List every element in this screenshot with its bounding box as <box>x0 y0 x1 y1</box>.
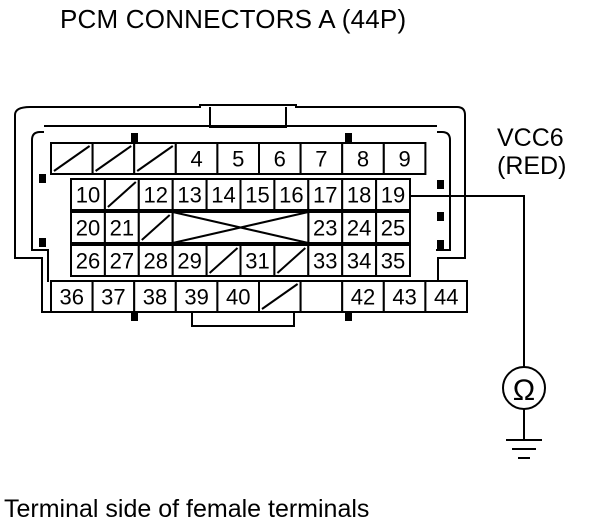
housing-top-key <box>209 107 287 128</box>
pin-label: 40 <box>226 285 250 310</box>
pin-label: 7 <box>315 147 327 172</box>
pin-label: 28 <box>144 249 168 274</box>
pin-cell-25 <box>375 211 412 244</box>
pin-label: 4 <box>190 147 202 172</box>
pin-label: 6 <box>274 147 286 172</box>
housing-lock-mark <box>39 174 46 183</box>
housing-inner <box>31 131 49 282</box>
page-title: PCM CONNECTORS A (44P) <box>60 4 407 34</box>
housing-lock-mark <box>437 180 444 189</box>
pin-cell-19 <box>375 178 412 211</box>
pin-label: 27 <box>110 249 134 274</box>
pin-cell-31 <box>239 244 276 277</box>
pin-label: 16 <box>279 183 303 208</box>
pin-label: 9 <box>398 147 410 172</box>
housing-lock-mark <box>131 133 138 142</box>
pin-label: 34 <box>347 249 371 274</box>
housing-lock-mark <box>345 133 352 142</box>
pin-label: 5 <box>232 147 244 172</box>
unused-pin-slash <box>136 145 174 172</box>
unused-pin-slash <box>53 145 91 172</box>
pin-label: 15 <box>245 183 269 208</box>
pin-label: 25 <box>381 216 405 241</box>
pin-label: 13 <box>177 183 201 208</box>
pin-label: 21 <box>110 216 134 241</box>
housing-lock-mark <box>131 312 138 321</box>
pin-label: 14 <box>211 183 235 208</box>
pin-cell-44 <box>424 280 468 313</box>
pin-grid: 4 5 6 7 8 9 10 12 13 14 15 16 17 18 19 20 21 23 24 25 26 27 28… <box>50 142 468 313</box>
pin-label: 24 <box>347 216 371 241</box>
ground-icon <box>506 439 542 459</box>
pin-cell-7 <box>299 142 344 175</box>
ohmmeter-icon: Ω <box>502 366 546 410</box>
pin-label: 17 <box>313 183 337 208</box>
unused-pin-slash <box>95 145 132 172</box>
probe-wire <box>411 195 525 368</box>
pin-label: 23 <box>313 216 337 241</box>
pin-label: 8 <box>357 147 369 172</box>
pin-cell-empty <box>299 280 344 313</box>
pin-cell-9 <box>382 142 427 175</box>
probe-circuit <box>411 195 525 440</box>
unused-pin-slash <box>208 247 239 274</box>
diagram-caption: Terminal side of female terminals <box>4 495 370 523</box>
unused-pin-slash <box>276 247 306 274</box>
meter-circle <box>502 366 546 410</box>
pin-label: 10 <box>76 183 100 208</box>
unused-pin-slash <box>107 181 137 208</box>
pin-cell-34 <box>341 244 378 277</box>
housing-lock-mark <box>437 240 444 249</box>
pin-cell-21 <box>103 211 140 244</box>
pin-cell-26 <box>70 244 106 277</box>
pin-label: 31 <box>245 249 269 274</box>
pin-cell-35 <box>375 244 412 277</box>
housing-lock-mark <box>345 312 352 321</box>
unused-pin-slash <box>141 214 171 241</box>
housing-marks <box>39 133 444 321</box>
pin-label: 44 <box>434 285 458 310</box>
pin-label: 26 <box>76 249 100 274</box>
probe-wire-color-label: (RED) <box>497 152 567 180</box>
pin-label: 12 <box>144 183 168 208</box>
pin-cell-5 <box>216 142 260 175</box>
probe-signal-label: VCC6 <box>497 124 564 152</box>
pin-cell-28 <box>137 244 174 277</box>
housing-lock-mark <box>437 212 444 221</box>
pin-label: 20 <box>76 216 100 241</box>
meter-symbol: Ω <box>513 374 535 407</box>
pin-label: 43 <box>392 285 416 310</box>
pin-label: 18 <box>347 183 371 208</box>
pin-label: 36 <box>60 285 84 310</box>
pin-cell-24 <box>341 211 378 244</box>
pin-cell-40 <box>216 280 260 313</box>
unused-pin-slash <box>261 283 299 310</box>
pin-cell-16 <box>273 178 310 211</box>
cavity-cross <box>172 211 309 244</box>
pin-cell-18 <box>341 178 378 211</box>
pin-label: 19 <box>381 183 405 208</box>
pin-label: 33 <box>313 249 337 274</box>
pin-label: 29 <box>177 249 201 274</box>
pin-label: 38 <box>143 285 167 310</box>
pin-label: 35 <box>381 249 405 274</box>
pin-cell-43 <box>382 280 427 313</box>
pin-label: 39 <box>184 285 208 310</box>
pin-label: 42 <box>351 285 375 310</box>
housing-lock-mark <box>39 238 46 247</box>
pin-label: 37 <box>101 285 125 310</box>
housing-inner-right <box>436 131 451 251</box>
